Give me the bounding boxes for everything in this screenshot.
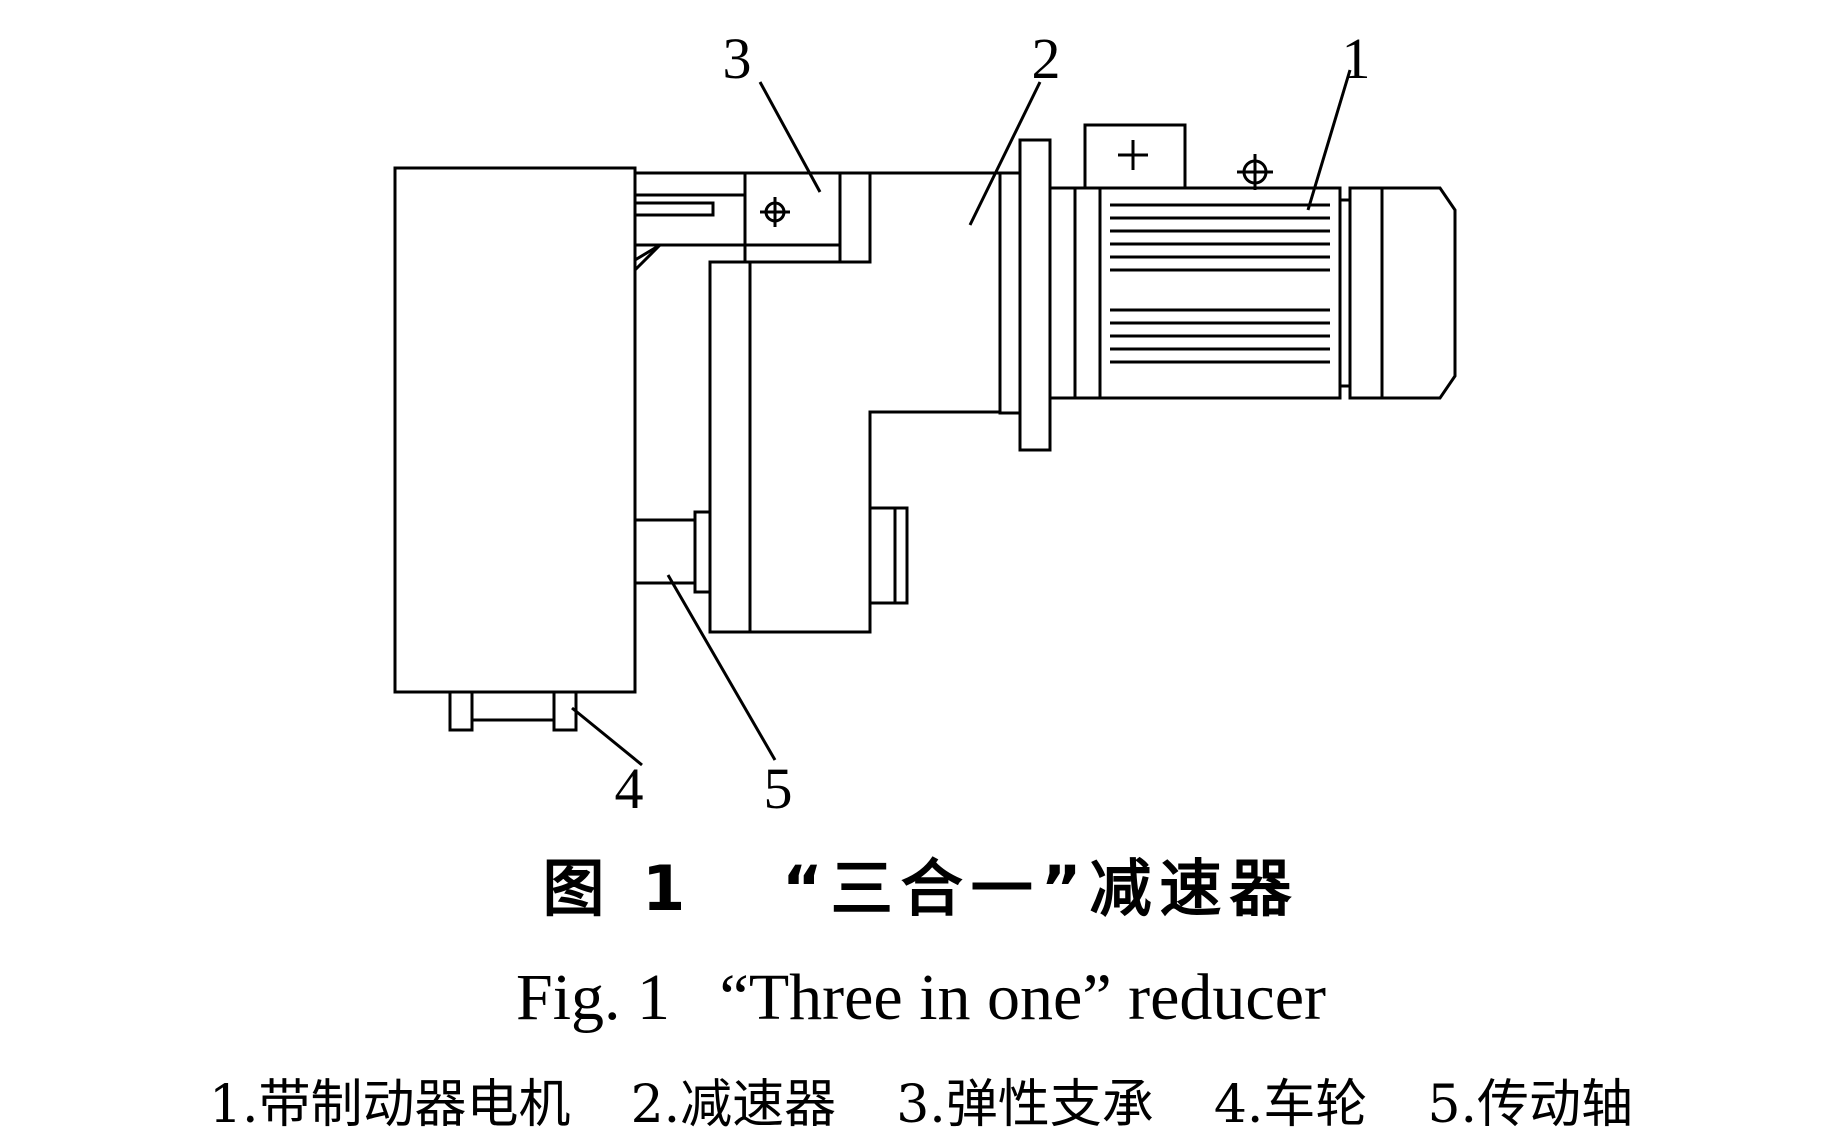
wheel-left [448,690,474,732]
legend-item-support: 3.弹性支承 [896,1075,1154,1135]
parts-legend: 1.带制动器电机 2.减速器 3.弹性支承 4.车轮 5.传动轴 [0,1062,1842,1137]
part-number-5: 5 [764,756,793,821]
legend-item-motor: 1.带制动器电机 [208,1075,571,1135]
slot-bar [633,201,715,217]
figure-number: 图 1 [542,852,694,925]
legend-item-wheel: 4.车轮 [1213,1075,1368,1135]
part-number-4: 4 [615,756,644,821]
part-number-2: 2 [1032,26,1061,91]
figure-title-chinese: “三合一”减速器 [782,852,1300,925]
crosshair-terminal [1118,140,1148,170]
reducer-diagram: 3 2 1 4 5 [393,26,1457,821]
fan-cover [1380,186,1457,400]
elastic-support [743,171,842,247]
transmission-shaft-flange [693,510,712,594]
crosshair-support [760,197,790,227]
motor-body [1098,186,1342,400]
wheel-right [552,690,578,732]
frame-housing [393,166,637,694]
motor-flange [998,171,1022,415]
part-number-3: 3 [723,26,752,91]
part-number-1: 1 [1342,26,1371,91]
legend-item-reducer: 2.减速器 [630,1075,837,1135]
reducer-body [748,171,1002,634]
terminal-box [1083,123,1187,190]
crosshair-motor [1237,154,1273,190]
motor-end-cap [1348,186,1384,400]
caption-chinese: 图 1 “三合一”减速器 [0,838,1842,928]
caption-english: Fig. 1 “Three in one” reducer [516,961,1326,1034]
legend-item-shaft: 5.传动轴 [1427,1075,1634,1135]
